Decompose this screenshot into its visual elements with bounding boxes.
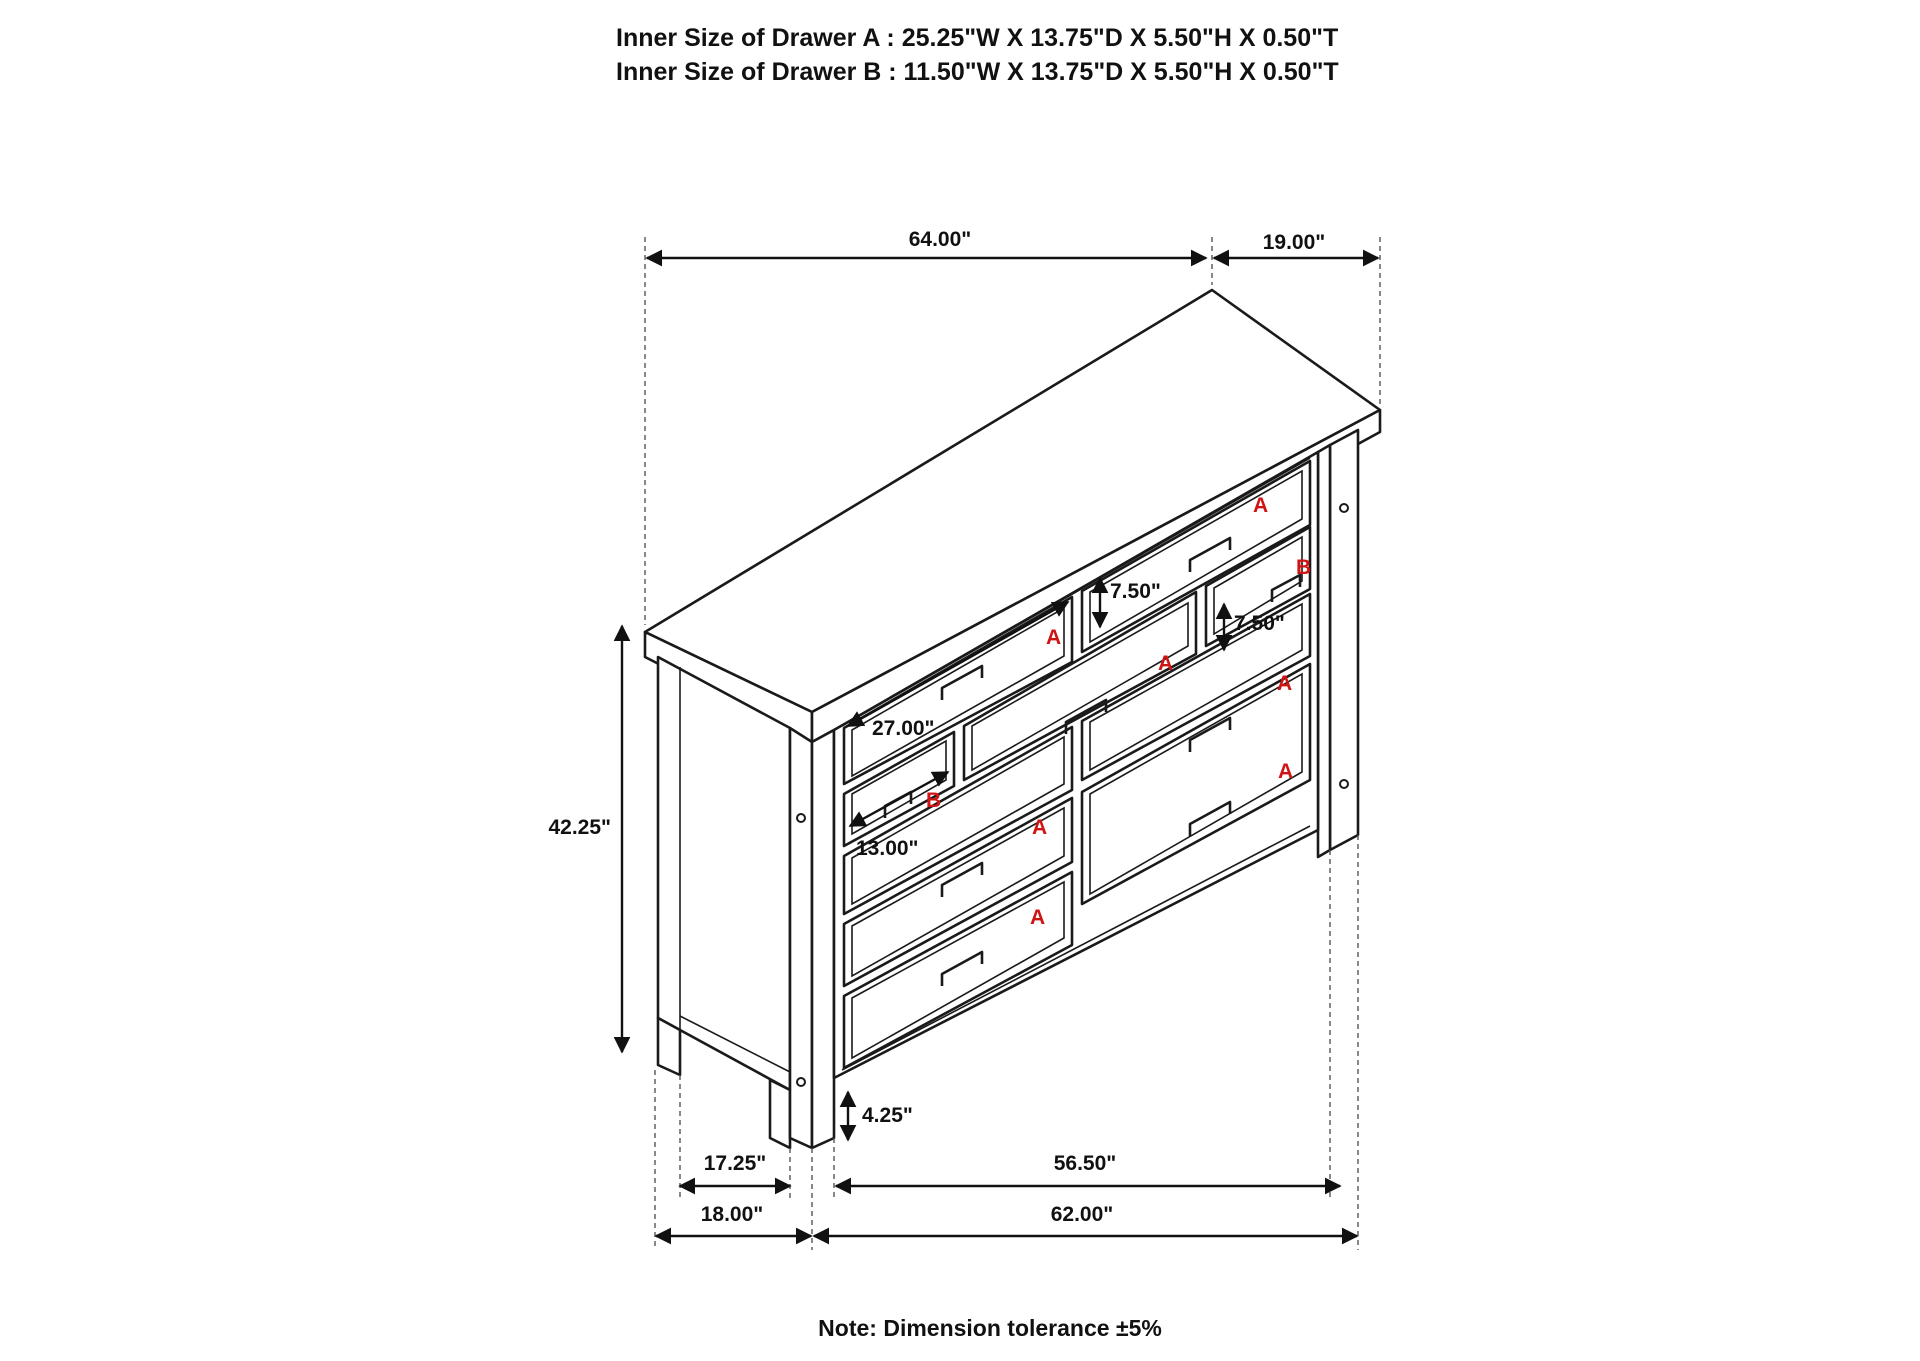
- drawer-label-a: A: [1030, 906, 1045, 929]
- drawer-height-top-label: 7.50": [1110, 580, 1161, 603]
- tolerance-note: Note: Dimension tolerance ±5%: [818, 1315, 1162, 1341]
- drawer-width-small-line: [848, 770, 950, 828]
- handle-icon: [1270, 573, 1302, 602]
- handle-icon: [1188, 716, 1232, 752]
- drawer-height-small-label: 7.50": [1234, 612, 1285, 635]
- drawer-label-a: A: [1278, 760, 1293, 783]
- drawer-width-large-line: [846, 600, 1070, 728]
- handle-icon: [1064, 698, 1108, 734]
- handle-icon: [940, 950, 984, 986]
- extension-lines: [644, 237, 1381, 1250]
- drawer-b-inner-size: Inner Size of Drawer B : 11.50"W X 13.75…: [616, 58, 1339, 86]
- inner-width-label: 56.50": [1054, 1152, 1117, 1175]
- drawer-label-b: B: [1296, 556, 1311, 579]
- top-depth-label: 19.00": [1263, 231, 1326, 254]
- outer-width-label: 62.00": [1051, 1203, 1114, 1226]
- leg-height-label: 4.25": [862, 1104, 913, 1127]
- inner-depth-label: 17.25": [704, 1152, 767, 1175]
- top-width-label: 64.00": [909, 228, 972, 251]
- drawer-label-a: A: [1253, 494, 1268, 517]
- drawer-middle-center: [962, 590, 1198, 782]
- drawer-row4-left: [842, 796, 1074, 988]
- outer-depth-label: 18.00": [701, 1203, 764, 1226]
- drawer-row3-right: [1080, 592, 1312, 782]
- handle-icon: [1188, 800, 1232, 836]
- drawer-label-a: A: [1277, 672, 1292, 695]
- drawer-row5-left: [842, 870, 1074, 1070]
- handle-icon: [940, 861, 984, 897]
- total-height-label: 42.25": [548, 816, 611, 839]
- drawer-row4-right: [1080, 662, 1312, 906]
- drawer-label-a: A: [1046, 626, 1061, 649]
- drawer-width-small-label: 13.00": [856, 837, 919, 860]
- handle-icon: [1188, 536, 1232, 572]
- drawer-label-a: A: [1032, 816, 1047, 839]
- drawer-a-inner-size: Inner Size of Drawer A : 25.25"W X 13.75…: [616, 24, 1338, 52]
- drawer-label-a: A: [1158, 652, 1173, 675]
- drawer-label-b: B: [926, 789, 941, 812]
- drawer-row3-left: [842, 725, 1074, 916]
- drawer-width-large-label: 27.00": [872, 717, 935, 740]
